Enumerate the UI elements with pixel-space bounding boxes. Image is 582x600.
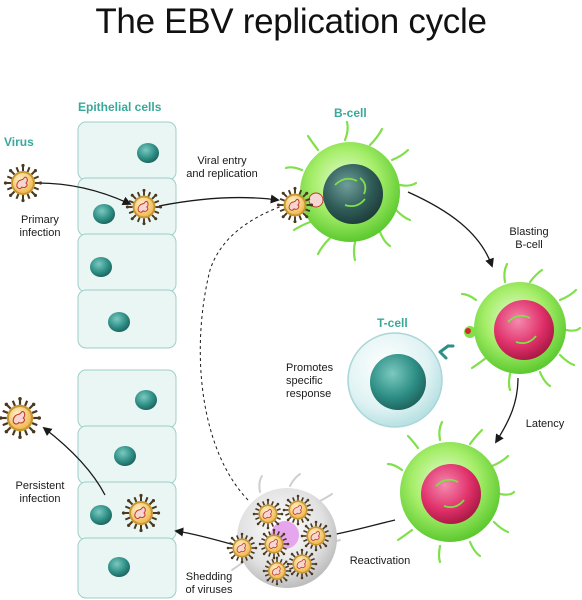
- epithelial-cell-column-top: [77, 121, 177, 349]
- b-cell-icon: [284, 120, 418, 262]
- blasting-b-cell-label: Blasting B-cell: [509, 226, 549, 251]
- virus-icon: [121, 493, 161, 533]
- virus-icon: [276, 186, 314, 224]
- t-cell-heading: T-cell: [377, 316, 408, 330]
- virus-icon: [0, 396, 42, 440]
- shedding-label: Shedding of viruses: [185, 571, 233, 596]
- t-cell-receptor-icon: [438, 344, 455, 360]
- latency-label: Latency: [525, 418, 565, 430]
- epithelial-cell-column-bottom: [77, 369, 177, 599]
- diagram-title: The EBV replication cycle: [95, 2, 487, 41]
- t-cell-icon: [347, 332, 455, 428]
- reactivation-label: Reactivation: [349, 555, 411, 567]
- viral-entry-label: Viral entry and replication: [186, 155, 258, 180]
- virus-icon: [125, 188, 163, 226]
- promotes-response-label: Promotes specific response: [286, 362, 334, 400]
- b-cell-icon: [386, 420, 516, 564]
- b-cell-heading: B-cell: [334, 106, 367, 120]
- persistent-infection-label: Persistent infection: [15, 480, 65, 505]
- virus-heading: Virus: [4, 135, 34, 149]
- epithelial-cells-heading: Epithelial cells: [78, 100, 162, 114]
- primary-infection-label: Primary infection: [19, 214, 61, 239]
- virus-icon: [3, 163, 43, 203]
- b-cell-icon: [460, 262, 582, 392]
